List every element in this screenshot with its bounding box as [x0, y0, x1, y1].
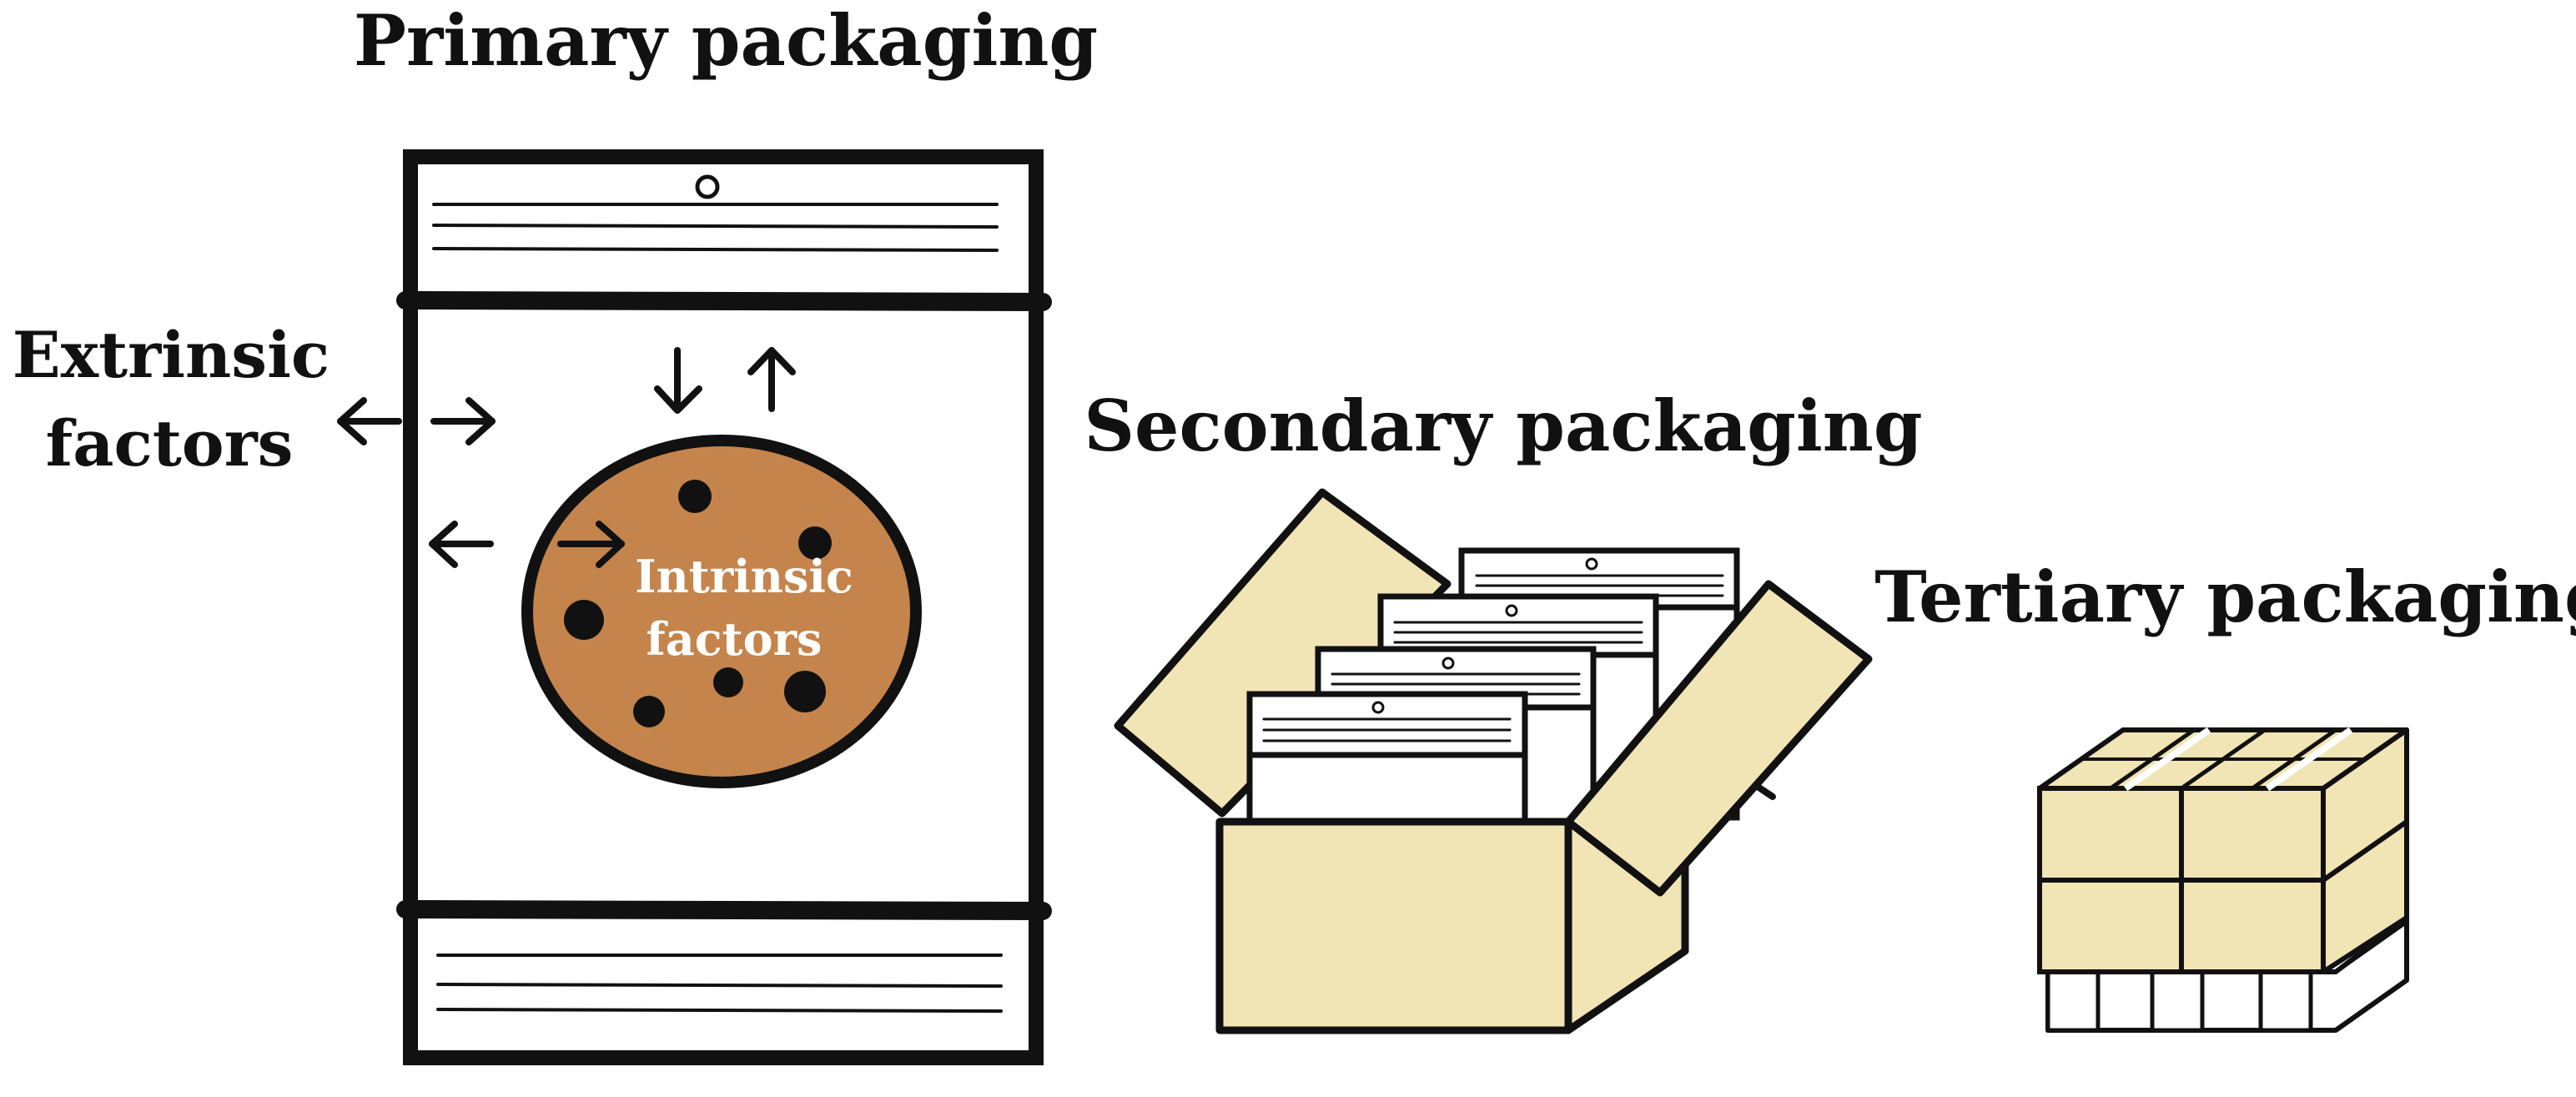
- arrow-left-icon: [337, 397, 402, 445]
- intrinsic-factors-label-line2: factors: [647, 612, 823, 666]
- arrow-right-icon: [557, 521, 625, 568]
- primary-packaging-title: Primary packaging: [354, 0, 1098, 82]
- box-flap-left: [1114, 488, 1452, 818]
- arrow-down-icon: [654, 347, 702, 414]
- box-stack-upper: [2037, 727, 2409, 883]
- bag-bottom-seal: [396, 900, 1052, 920]
- arrow-right-icon: [430, 397, 496, 445]
- tertiary-packaging-title: Tertiary packaging: [1874, 556, 2576, 638]
- factor-arrows: [337, 347, 796, 568]
- hang-hole-icon: [695, 174, 720, 199]
- primary-package-bag: [396, 149, 1052, 1065]
- intrinsic-factors-label-line1: Intrinsic: [635, 550, 853, 603]
- tertiary-pallet: [2037, 727, 2409, 1033]
- bottom-stripes: [436, 954, 1003, 1013]
- secondary-packaging-title: Secondary packaging: [1084, 385, 1922, 467]
- extrinsic-factors-label-line2: factors: [46, 406, 294, 481]
- arrow-left-icon: [429, 521, 494, 568]
- chocolate-chips: [564, 480, 832, 727]
- bag-top-seal: [396, 291, 1052, 311]
- arrow-up-icon: [747, 347, 796, 412]
- box-front-face: [1215, 818, 1572, 1034]
- box-flap-right: [1564, 580, 1873, 897]
- secondary-package-box: [1114, 488, 1873, 1034]
- extrinsic-factors-label-line1: Extrinsic: [13, 318, 330, 392]
- cookie: Intrinsic factors: [521, 435, 922, 788]
- top-header-stripes: [432, 203, 999, 252]
